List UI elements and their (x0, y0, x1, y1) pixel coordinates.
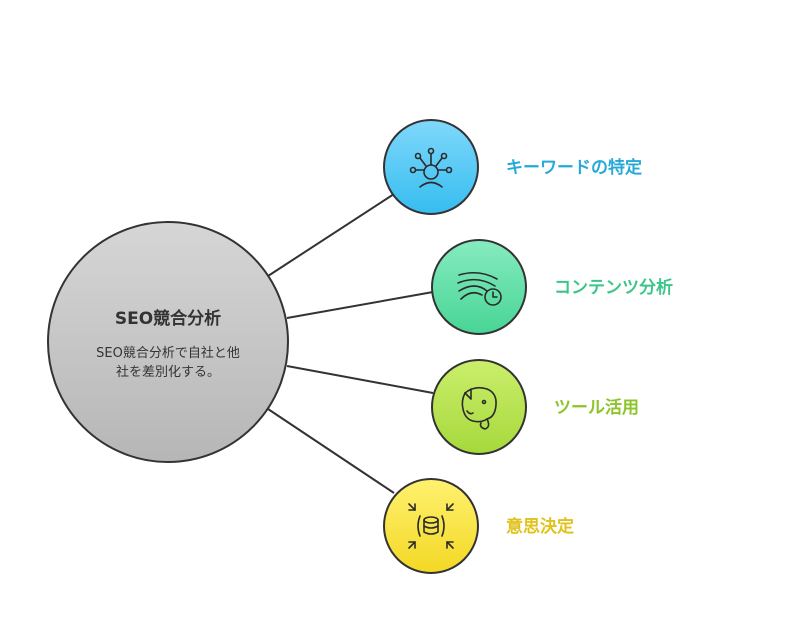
keyword-person-network-icon (409, 147, 453, 188)
branch-decision-circle (383, 478, 479, 574)
branch-tools-circle (431, 359, 527, 455)
center-description-line-1: SEO競合分析で自社と他 (96, 345, 240, 361)
connector-content (286, 291, 434, 319)
content-flow-chart-icon (457, 271, 502, 306)
database-expand-icon (408, 503, 454, 549)
branch-content: コンテンツ分析 (431, 239, 673, 335)
branch-keyword: キーワードの特定 (383, 119, 642, 215)
center-circle (47, 221, 289, 463)
connectors (267, 193, 434, 494)
evernote-elephant-icon (461, 386, 497, 430)
branch-decision-label: 意思決定 (506, 516, 574, 537)
center-node: SEO競合分析 SEO競合分析で自社と他 社を差別化する。 (47, 221, 289, 463)
center-description-line-2: 社を差別化する。 (116, 364, 220, 380)
branch-keyword-label: キーワードの特定 (506, 157, 642, 178)
center-title: SEO競合分析 (115, 308, 221, 329)
branch-keyword-circle (383, 119, 479, 215)
connector-keyword (267, 193, 395, 277)
branch-tools: ツール活用 (431, 359, 639, 455)
connector-tools (286, 365, 434, 394)
branch-content-label: コンテンツ分析 (554, 277, 673, 298)
branch-tools-label: ツール活用 (554, 397, 639, 418)
connector-decision (267, 408, 395, 494)
branch-decision: 意思決定 (383, 478, 574, 574)
